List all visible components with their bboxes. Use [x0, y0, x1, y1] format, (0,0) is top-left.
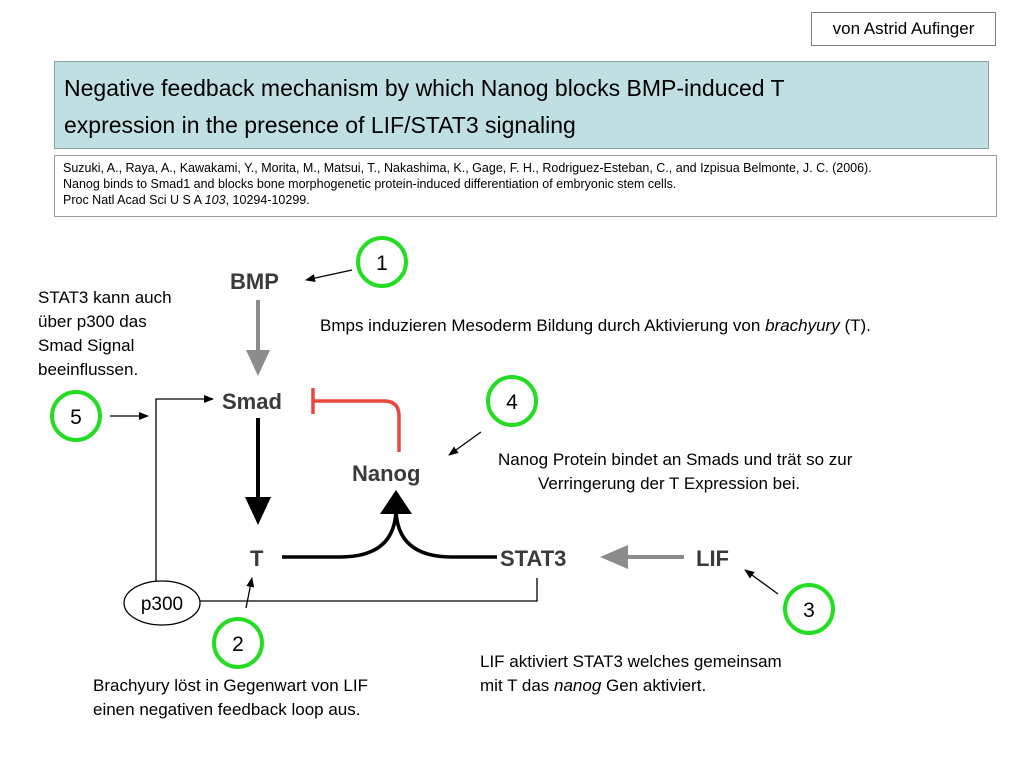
note-brachyury-line-2: einen negativen feedback loop aus.: [93, 700, 361, 719]
title-box: Negative feedback mechanism by which Nan…: [54, 61, 989, 149]
note-bmp: Bmps induzieren Mesoderm Bildung durch A…: [320, 314, 871, 338]
node-p300: p300: [141, 594, 183, 615]
node-smad: Smad: [222, 389, 282, 414]
marker-2-label: 2: [232, 633, 244, 656]
node-t: T: [250, 546, 264, 571]
lif-stat3-arrow: [600, 545, 684, 569]
title-line-2: expression in the presence of LIF/STAT3 …: [64, 112, 576, 138]
reference-journal: Proc Natl Acad Sci U S A: [63, 193, 205, 207]
nanog-smad-inhibition: [311, 388, 401, 452]
pointer-3: [744, 569, 779, 595]
reference-pages: , 10294-10299.: [225, 193, 310, 207]
node-bmp: BMP: [230, 269, 279, 294]
note-lif: LIF aktiviert STAT3 welches gemeinsam mi…: [480, 650, 782, 698]
reference-box: Suzuki, A., Raya, A., Kawakami, Y., Mori…: [54, 155, 997, 217]
marker-5-label: 5: [70, 406, 82, 429]
bmp-smad-arrow: [246, 300, 270, 376]
note-lif-line-2: mit T das nanog Gen aktiviert.: [480, 674, 782, 698]
note-brachyury: Brachyury löst in Gegenwart von LIF eine…: [93, 674, 368, 722]
node-nanog: Nanog: [352, 461, 420, 486]
marker-4-label: 4: [506, 391, 518, 414]
marker-3-label: 3: [803, 599, 815, 622]
pointer-1: [305, 269, 353, 282]
reference-line-1: Suzuki, A., Raya, A., Kawakami, Y., Mori…: [63, 161, 872, 175]
t-stat3-nanog-arrow: [282, 490, 497, 559]
note-stat3-p300-line-2: über p300 das: [38, 312, 147, 331]
marker-3: 3: [783, 583, 835, 635]
node-stat3: STAT3: [500, 546, 566, 571]
node-lif: LIF: [696, 546, 729, 571]
p300-connector: [155, 395, 538, 602]
note-nanog: Nanog Protein bindet an Smads und trät s…: [498, 448, 852, 496]
note-stat3-p300-line-3: Smad Signal: [38, 336, 135, 355]
marker-1: 1: [356, 236, 408, 288]
note-bmp-prefix: Bmps induzieren Mesoderm Bildung durch A…: [320, 316, 766, 335]
smad-t-arrow: [245, 418, 271, 525]
reference-line-3: Proc Natl Acad Sci U S A 103, 10294-1029…: [63, 192, 988, 208]
marker-4: 4: [486, 375, 538, 427]
p300-ellipse: [123, 580, 201, 626]
note-nanog-line-2: Verringerung der T Expression bei.: [538, 474, 801, 493]
marker-5: 5: [50, 390, 102, 442]
note-bmp-suffix: (T).: [839, 316, 871, 335]
note-nanog-line-1: Nanog Protein bindet an Smads und trät s…: [498, 450, 853, 469]
note-lif-line-1: LIF aktiviert STAT3 welches gemeinsam: [480, 652, 782, 671]
note-stat3-p300: STAT3 kann auch über p300 das Smad Signa…: [38, 286, 172, 382]
note-brachyury-line-1: Brachyury löst in Gegenwart von LIF: [93, 676, 368, 695]
pointer-2: [245, 577, 255, 609]
note-stat3-p300-line-4: beeinflussen.: [38, 360, 139, 379]
note-stat3-p300-line-1: STAT3 kann auch: [38, 288, 172, 307]
reference-volume: 103: [204, 193, 226, 207]
author-label: von Astrid Aufinger: [811, 12, 996, 46]
marker-2: 2: [212, 617, 264, 669]
note-bmp-gene: brachyury: [765, 316, 840, 335]
pointer-4: [448, 431, 482, 456]
note-lif-line-2-suffix: Gen aktiviert.: [601, 676, 707, 695]
reference-line-2: Nanog binds to Smad1 and blocks bone mor…: [63, 177, 677, 191]
title-line-1: Negative feedback mechanism by which Nan…: [64, 75, 785, 101]
note-lif-gene: nanog: [554, 676, 602, 695]
note-lif-line-2-prefix: mit T das: [480, 676, 555, 695]
marker-1-label: 1: [376, 252, 388, 275]
